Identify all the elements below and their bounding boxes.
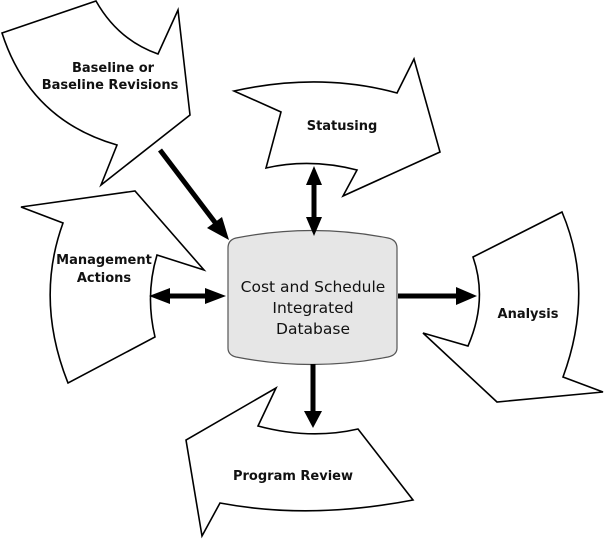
arrowhead-down-icon	[306, 217, 322, 236]
database-cylinder	[227, 229, 398, 366]
management-actions-label-line-1: Management	[56, 253, 152, 268]
program-review-arrow-shape	[185, 386, 415, 539]
statusing-arrow-shape	[231, 56, 441, 198]
management-actions-arrow-node: Management Actions	[20, 190, 207, 385]
arrowhead-up-icon	[306, 166, 322, 185]
management-actions-label-line-2: Actions	[77, 271, 132, 286]
connector-baseline-to-database	[158, 148, 229, 240]
arrowhead-right-icon	[205, 288, 226, 304]
analysis-arrow-shape	[422, 210, 604, 403]
connector-line	[158, 148, 219, 227]
analysis-arrow-node: Analysis	[422, 210, 604, 403]
database-node: Cost and Schedule Integrated Database	[227, 229, 398, 366]
arrowhead-down-icon	[304, 411, 322, 428]
baseline-label-line-1: Baseline or	[72, 61, 155, 76]
program-review-arrow-node: Program Review	[185, 386, 415, 539]
baseline-label-line-2: Baseline Revisions	[42, 78, 179, 93]
database-label-line-3: Database	[276, 320, 350, 338]
statusing-arrow-node: Statusing	[231, 56, 441, 198]
arrowhead-right-icon	[456, 287, 477, 305]
management-actions-arrow-shape	[20, 190, 207, 385]
baseline-arrow-shape	[0, 0, 191, 188]
database-label-line-2: Integrated	[272, 299, 353, 317]
connector-database-to-program-review	[304, 364, 322, 428]
baseline-arrow-node: Baseline or Baseline Revisions	[0, 0, 191, 188]
arrowhead-left-icon	[149, 288, 170, 304]
program-review-label: Program Review	[233, 469, 353, 484]
arrowhead-icon	[207, 217, 229, 240]
database-label-line-1: Cost and Schedule	[241, 278, 386, 296]
connector-database-to-analysis	[398, 287, 477, 305]
connector-statusing-database	[306, 166, 322, 236]
statusing-label: Statusing	[307, 119, 378, 134]
connector-management-database	[149, 288, 226, 304]
analysis-label: Analysis	[498, 307, 559, 322]
